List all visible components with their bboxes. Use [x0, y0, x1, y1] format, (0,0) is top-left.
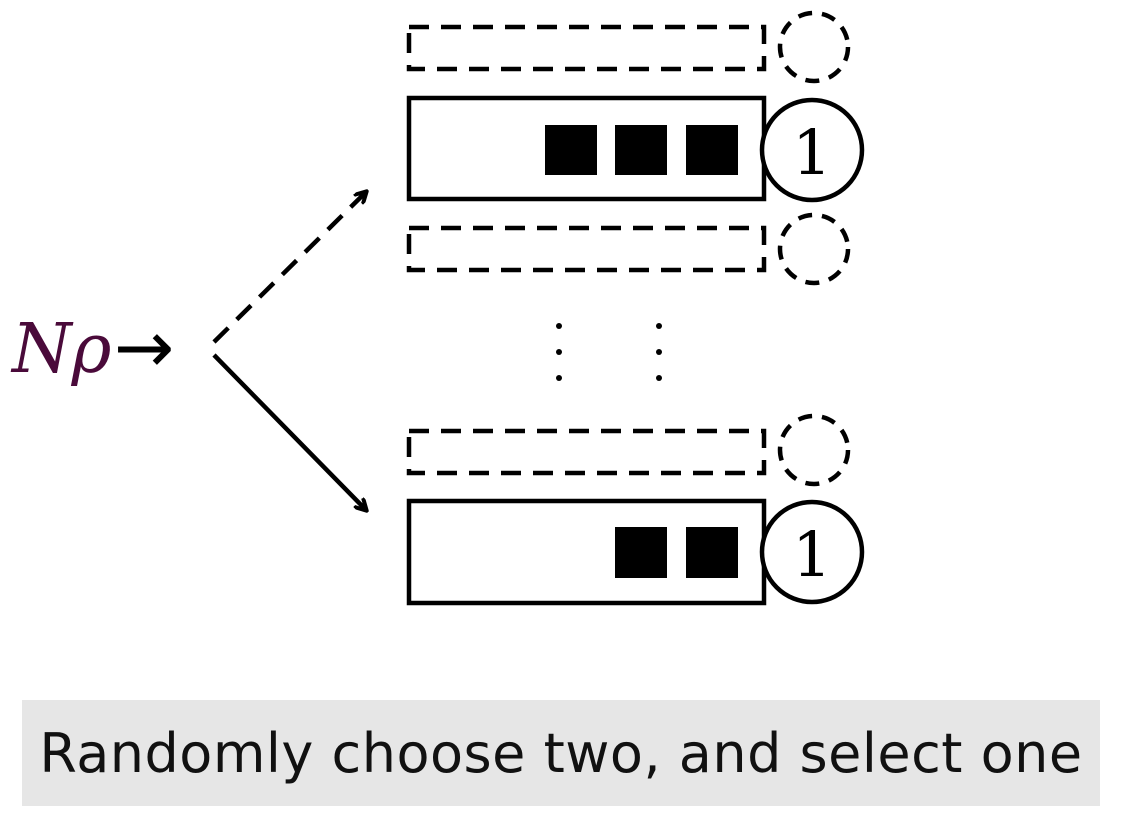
- ellipsis-dot: [556, 323, 562, 329]
- caption-text: Randomly choose two, and select one: [39, 721, 1083, 785]
- ellipsis-dot: [656, 349, 662, 355]
- server-label: 1: [792, 518, 831, 591]
- server-circle: [777, 212, 851, 286]
- queue-buffer: [406, 428, 767, 476]
- queue-dashed-top: [406, 10, 851, 84]
- job-block: [545, 125, 597, 175]
- ellipsis-dot: [656, 375, 662, 381]
- job-block: [615, 527, 667, 578]
- queue-dashed-middle: [406, 212, 851, 286]
- queue-dashed-bottom: [406, 413, 851, 487]
- server-circle: [759, 97, 865, 203]
- queue-buffer: [406, 24, 767, 72]
- queue-solid-2-jobs: 1: [406, 498, 865, 606]
- arrival-arrow: →: [114, 305, 174, 389]
- ellipsis-dot: [556, 349, 562, 355]
- job-block: [686, 527, 738, 578]
- ellipsis-dot: [656, 323, 662, 329]
- arrival-rate-label: Nρ: [10, 310, 112, 389]
- routing-arrow-dashed: [212, 192, 366, 344]
- server-circle: [777, 10, 851, 84]
- caption-box: Randomly choose two, and select one: [22, 700, 1100, 806]
- server-circle: [777, 413, 851, 487]
- ellipsis-dot: [556, 375, 562, 381]
- server-circle: [759, 499, 865, 605]
- job-block: [615, 125, 667, 175]
- routing-arrow-solid: [212, 353, 366, 510]
- queue-buffer: [406, 225, 767, 273]
- queue-solid-3-jobs: 1: [406, 95, 865, 203]
- vertical-ellipsis: [556, 323, 662, 381]
- server-label: 1: [792, 116, 831, 189]
- job-block: [686, 125, 738, 175]
